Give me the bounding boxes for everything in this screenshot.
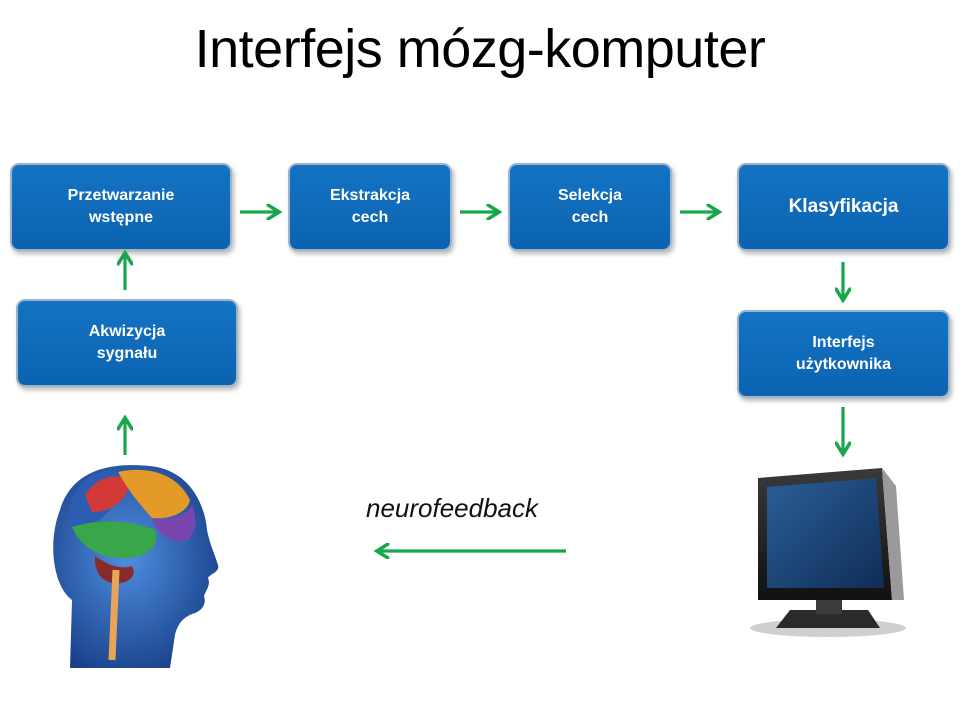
block-user-interface: Interfejs użytkownika	[737, 310, 950, 398]
page-title: Interfejs mózg-komputer	[194, 19, 766, 79]
block-preprocessing: Przetwarzanie wstępne	[10, 163, 232, 251]
block-feature-extraction: Ekstrakcja cech	[288, 163, 452, 251]
computer-monitor-icon	[750, 468, 906, 637]
block-feature-selection: Selekcja cech	[508, 163, 672, 251]
neurofeedback-label: neurofeedback	[366, 493, 539, 523]
block-classification: Klasyfikacja	[737, 163, 950, 251]
block-signal-acquisition: Akwizycja sygnału	[16, 299, 238, 387]
brain-head-icon	[53, 465, 219, 668]
